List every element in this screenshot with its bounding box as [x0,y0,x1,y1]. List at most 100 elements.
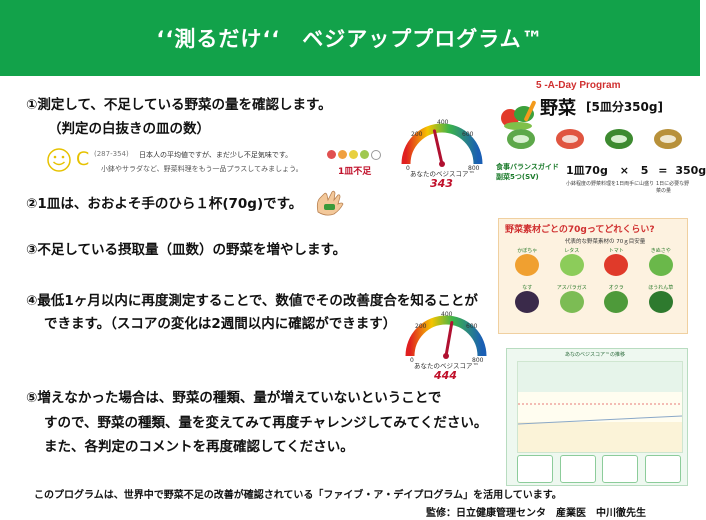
trend-cards [517,455,681,483]
gauge-needle [444,321,454,358]
gauge-tick: 0 [406,165,410,172]
vegetable-icon [559,291,584,313]
vegetable-icon [648,291,673,313]
panel-title: 野菜素材ごとの70gってどれくらい? [505,225,655,235]
title-banner: ‘‘測るだけ‘‘ ベジアッププログラム™ [0,0,700,76]
gauge-caption: あなたのベジスコア™ [410,170,475,178]
vegetable-name: トマト [608,248,624,254]
vegetable-bunch-icon [498,96,538,136]
gauge-score-value: 444 [434,369,457,382]
dish-icon [653,129,682,149]
score-trend-panel: あなのベジスコア™の推移 [506,348,688,486]
dish-icon [555,129,584,149]
gauge-tick: 200 [415,323,427,330]
vegetable-name: オクラ [608,285,624,291]
vegetable-card: ほうれん草 [639,284,684,317]
judgement-range: (287-354) [94,150,129,158]
advice-card [517,455,553,483]
trend-chart [517,361,683,453]
advice-card [602,455,639,483]
vegetable-name: かぼちゃ [517,248,538,254]
vegetable-card: レタス [550,247,595,280]
vegiscore-gauge-1: 0 200 400 600 800 あなたのベジスコア™ 343 [396,112,488,194]
step-4-note: できます。（スコアの変化は2週間以内に確認ができます） [44,316,397,332]
formula-five: 5 [640,164,649,177]
guide-label-2: 副菜5つ(SV) [496,173,539,181]
step-5-text: ⑤増えなかった場合は、野菜の種類、量が増えていないということで [26,390,442,406]
vegiscore-gauge-2: 0 200 400 600 800 あなたのベジスコア™ 444 [400,304,492,386]
footer-supervisor: 監修：日立健康管理センタ 産業医 中川徹先生 [426,508,646,519]
five-a-day-panel: 5 -A-Day Program 野菜 [5皿分350g] 食事バランスガイド … [496,80,706,208]
plate-icon [327,150,336,159]
plates-short-label: 1皿不足 [338,167,372,177]
panel-sub-label: [5皿分350g] [586,100,663,114]
step-3-text: ③不足している摂取量（皿数）の野菜を増やします。 [26,242,347,258]
hand-icon [314,188,346,222]
panel-main-label: 野菜 [540,98,576,119]
step-1-text: ①測定して、不足している野菜の量を確認します。 [26,97,332,113]
plate-icon [360,150,369,159]
vegetable-icon [604,254,629,276]
step-5-note-1: すので、野菜の種類、量を変えてみて再度チャレンジしてみてください。 [44,415,488,431]
gauge-tick: 400 [437,119,449,126]
panel-subtitle: 代表的な野菜素材の 70ｇ目安量 [565,239,646,245]
footer-note: このプログラムは、世界中で野菜不足の改善が確認されている「ファイブ・ア・デイプロ… [34,490,562,501]
gauge-needle [432,129,444,166]
formula-note-1: 小鉢程度の野菜料理を [566,181,617,187]
vegetable-icon [648,254,673,276]
plate-icon [349,150,358,159]
gauge-tick: 0 [410,357,414,364]
gauge-score-value: 343 [430,177,453,190]
page-title: ‘‘測るだけ‘‘ ベジアッププログラム™ [156,27,544,51]
gauge-tick: 400 [441,311,453,318]
grade-c-label: C [76,148,90,170]
advice-card [559,455,596,483]
vegetable-card: かぼちゃ [505,247,550,280]
formula-total: 350g [675,164,706,177]
judgement-comment-2: 小鉢やサラダなど、野菜料理をもう一品プラスしてみましょう。 [101,165,303,173]
dish-icon [506,129,535,149]
step-5-note-2: また、各判定のコメントを再度確認してください。 [44,439,354,455]
vegetable-name: アスパラガス [556,285,587,291]
vegetable-name: レタス [564,248,580,254]
vegetable-grid: かぼちゃ レタス トマト きぬさや なす アスパラガス オクラ ほうれん草 [505,247,683,317]
panel-title: あなのベジスコア™の推移 [565,352,626,358]
step-2-text: ②1皿は、おおよそ手のひら１杯(70g)です。 [26,196,303,212]
step-4-text: ④最低1ヶ月以内に再度測定することで、数値でその改善度合を知ることが [26,293,478,309]
formula-note-2: 1日両手に山盛り [616,181,655,187]
guide-label: 食事バランスガイド [496,163,559,171]
vegetable-card: きぬさや [639,247,684,280]
gauge-tick: 800 [468,165,480,172]
vegetable-icon [515,291,540,313]
gauge-tick: 800 [472,357,484,364]
gauge-caption: あなたのベジスコア™ [414,362,479,370]
formula-times: × [619,164,629,177]
vegetable-icon [515,254,540,276]
step-1-note: （判定の白抜きの皿の数） [48,121,210,137]
judgement-comment-1: 日本人の平均値ですが、まだ少し不足気味です。 [139,151,293,159]
vegetable-card: オクラ [594,284,639,317]
formula-plate: 1皿70g [566,164,608,177]
plate-icon-empty [371,150,381,160]
vegetable-name: ほうれん草 [648,285,674,291]
gauge-tick: 600 [466,323,478,330]
advice-card [644,455,681,483]
formula-note-3: 1日に必要な野菜の量 [656,181,690,194]
smile-icon [46,147,72,177]
formula-eq: = [658,164,668,177]
vegetable-card: トマト [594,247,639,280]
vegetable-icon [604,291,629,313]
vegetable-name: きぬさや [650,248,671,254]
vegetable-name: なす [522,285,533,291]
plate-indicator [327,150,381,160]
vegetable-dishes [496,124,692,154]
panel-title: 5 -A-Day Program [536,80,621,91]
gauge-tick: 600 [462,131,474,138]
formula: 1皿70g × 5 = 350g [566,162,706,178]
gauge-tick: 200 [411,131,423,138]
plate-icon [338,150,347,159]
vegetable-card: アスパラガス [550,284,595,317]
vegetable-70g-panel: 野菜素材ごとの70gってどれくらい? 代表的な野菜素材の 70ｇ目安量 かぼちゃ… [498,218,688,334]
vegetable-card: なす [505,284,550,317]
vegetable-icon [559,254,584,276]
